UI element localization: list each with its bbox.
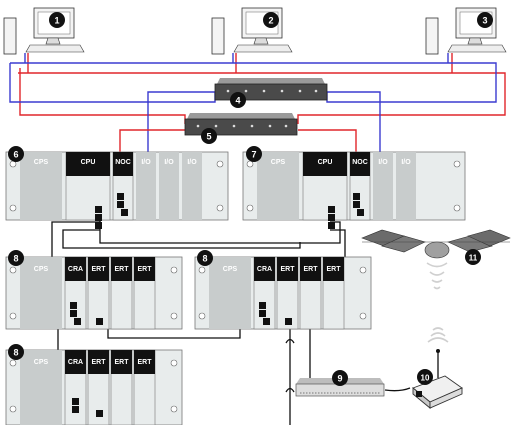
- satellite-11: [361, 229, 511, 290]
- rio-cable-c: [62, 229, 301, 249]
- rack-6-module-io-2: I/O: [164, 159, 174, 166]
- svg-text:8: 8: [202, 254, 207, 264]
- rack-6-module-io-1: I/O: [141, 159, 151, 166]
- rack-8-left-module-cra: CRA: [68, 266, 83, 273]
- rack-8-bottom: CPS CRA ERT ERT ERT: [5, 349, 183, 425]
- rack-8-right-module-ert-3: ERT: [327, 266, 342, 273]
- svg-text:5: 5: [206, 132, 211, 142]
- rack-7-module-io-2: I/O: [401, 159, 411, 166]
- badge-8-left: 8: [8, 250, 24, 266]
- rack-7-module-cpu: CPU: [318, 159, 333, 166]
- rack-8-left-module-ert-1: ERT: [92, 266, 107, 273]
- rack-6: CPS CPU NOC I/O I/O I/O: [5, 151, 229, 229]
- rack-6-module-cpu: CPU: [81, 159, 96, 166]
- badge-7: 7: [246, 146, 262, 162]
- rack-8-left-module-ert-2: ERT: [115, 266, 130, 273]
- workstation-3: [425, 7, 507, 55]
- svg-text:2: 2: [268, 16, 273, 26]
- rack-7-module-noc: NOC: [352, 159, 368, 166]
- ethernet-switch-5: [184, 113, 298, 136]
- badge-8-right: 8: [197, 250, 213, 266]
- badge-5: 5: [201, 128, 217, 144]
- rack-8-bottom-module-cps: CPS: [34, 359, 49, 366]
- badge-6: 6: [8, 146, 24, 162]
- cable-loop-2: [285, 387, 295, 393]
- badge-3: 3: [477, 12, 493, 28]
- rack-8-right-module-ert-1: ERT: [281, 266, 296, 273]
- svg-text:10: 10: [421, 374, 430, 383]
- badge-4: 4: [230, 92, 246, 108]
- rack-8-bottom-module-ert-3: ERT: [138, 359, 153, 366]
- rack-6-module-io-3: I/O: [187, 159, 197, 166]
- rack-6-module-cps: CPS: [34, 159, 49, 166]
- svg-text:7: 7: [251, 150, 256, 160]
- rack-7-module-cps: CPS: [271, 159, 286, 166]
- badge-9: 9: [332, 370, 348, 386]
- rack-8-right-module-cps: CPS: [223, 266, 238, 273]
- radio-transceiver-10: [412, 327, 463, 409]
- rack-8-left-module-cps: CPS: [34, 266, 49, 273]
- badge-10: 10: [417, 369, 433, 385]
- svg-text:6: 6: [13, 150, 18, 160]
- rack-8-left: CPS CRA ERT ERT ERT: [5, 256, 183, 330]
- workstation-2: [211, 7, 293, 55]
- badge-2: 2: [263, 12, 279, 28]
- rack-8-bottom-module-cra: CRA: [68, 359, 83, 366]
- blue-ethernet-ring: [9, 53, 497, 103]
- workstation-1: [3, 7, 85, 55]
- radio-cable: [384, 387, 411, 392]
- svg-text:11: 11: [469, 254, 478, 263]
- svg-text:8: 8: [13, 254, 18, 264]
- svg-text:1: 1: [54, 16, 59, 26]
- svg-text:3: 3: [482, 16, 487, 26]
- badge-11: 11: [465, 249, 481, 265]
- rack-8-bottom-module-ert-2: ERT: [115, 359, 130, 366]
- svg-text:8: 8: [13, 348, 18, 358]
- rack-8-right-module-ert-2: ERT: [304, 266, 319, 273]
- rack-8-right-module-cra: CRA: [257, 266, 272, 273]
- cable-loop-1: [285, 338, 295, 344]
- rack-8-bottom-module-ert-1: ERT: [92, 359, 107, 366]
- rack-6-module-noc: NOC: [115, 159, 131, 166]
- rack-8-left-module-ert-3: ERT: [138, 266, 153, 273]
- svg-text:9: 9: [337, 374, 342, 384]
- rack-7-module-io-1: I/O: [378, 159, 388, 166]
- badge-1: 1: [49, 12, 65, 28]
- svg-text:4: 4: [235, 96, 240, 106]
- rack-7: CPS CPU NOC I/O I/O: [242, 151, 466, 229]
- rack-8-right: CPS CRA ERT ERT ERT: [194, 256, 372, 330]
- badge-8-bottom: 8: [8, 344, 24, 360]
- rio-cable-b: [99, 216, 341, 244]
